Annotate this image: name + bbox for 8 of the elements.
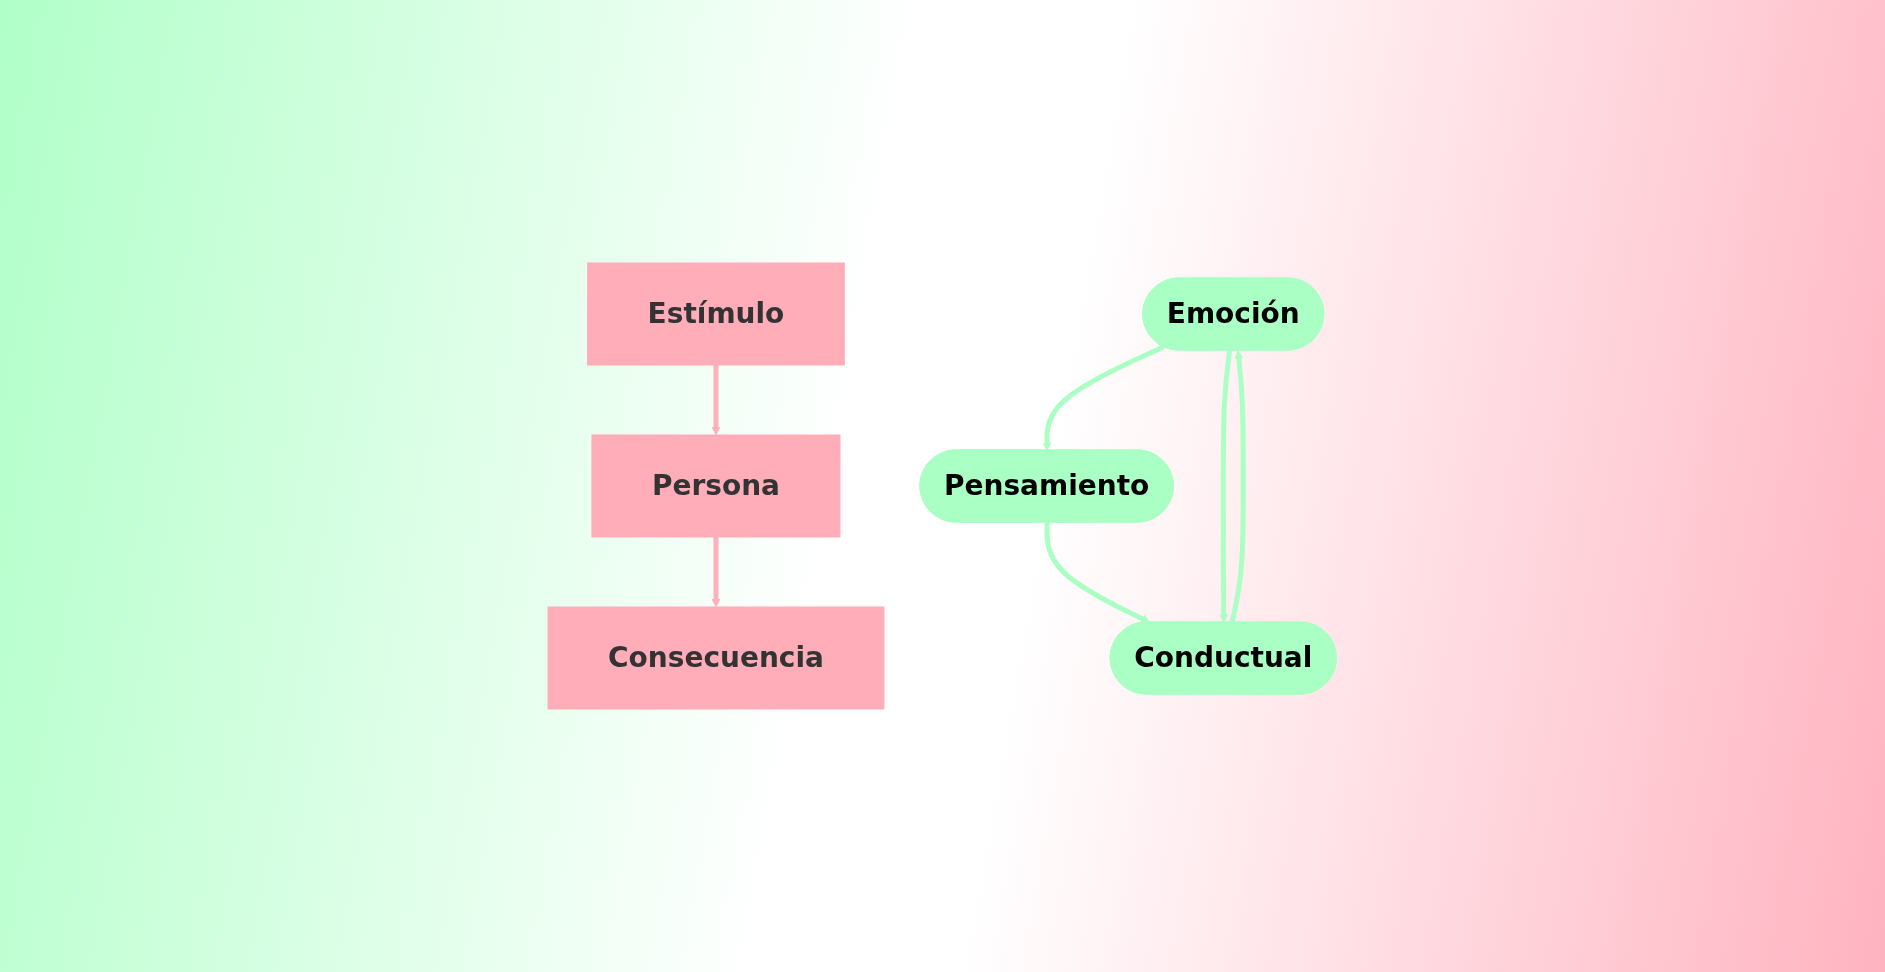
node-box: Persona <box>591 434 841 538</box>
node-box: Consecuencia <box>547 606 885 710</box>
arrow <box>1219 350 1233 623</box>
arrow <box>711 537 721 608</box>
node-box: Estímulo <box>587 262 846 366</box>
arrow <box>711 365 721 436</box>
arrow <box>1043 344 1165 451</box>
arrow <box>1044 522 1151 623</box>
